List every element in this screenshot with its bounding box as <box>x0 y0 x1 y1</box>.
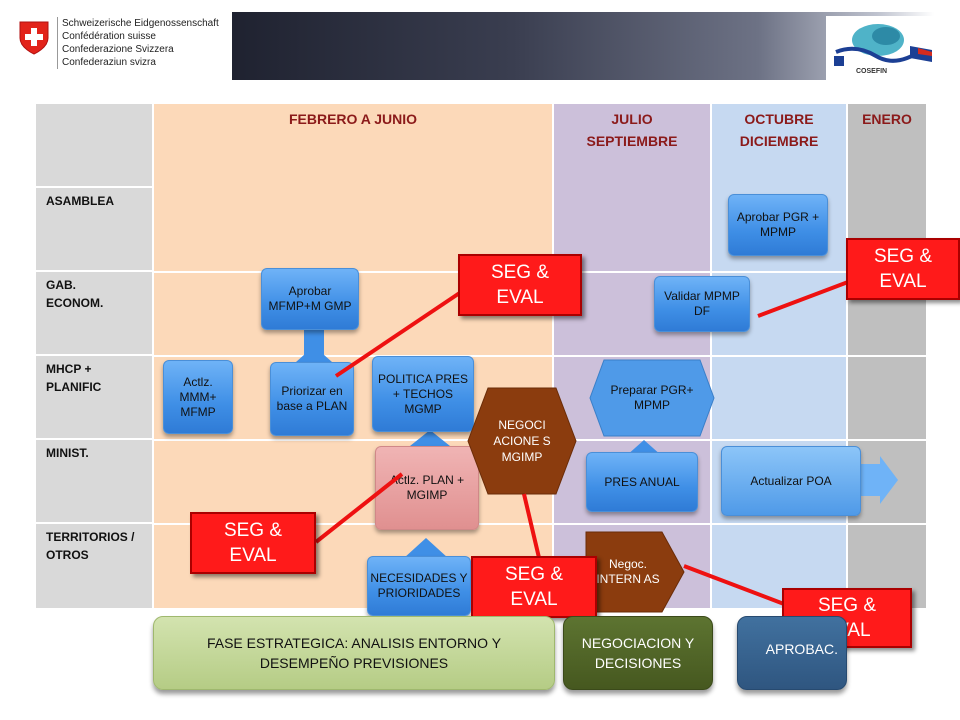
box-validar: Validar MPMP DF <box>654 276 750 332</box>
box-necesidades: NECESIDADES Y PRIORIDADES <box>367 556 471 616</box>
swiss-confederation-text: Schweizerische Eidgenossenschaft Confédé… <box>62 17 219 69</box>
swiss-line-1: Schweizerische Eidgenossenschaft <box>62 18 219 29</box>
row-label-minist: MINIST. <box>36 440 154 524</box>
row-divider-4 <box>154 523 926 525</box>
grid-corner <box>36 104 154 188</box>
col-header-feb-jun: FEBRERO A JUNIO <box>154 104 554 188</box>
row-label-mhcp: MHCP + PLANIFIC <box>36 356 154 440</box>
seg-line-3 <box>314 472 404 544</box>
banner-strip <box>232 12 934 80</box>
phase-aprobac-text: APROBAC. <box>765 641 838 657</box>
swiss-line-2: Confédération suisse <box>62 31 156 42</box>
row-label-gab-econom: GAB. ECONOM. <box>36 272 154 356</box>
seg-eval-4-text: SEG & EVAL <box>504 564 564 610</box>
label-negociaciones: NEGOCI ACIONE S MGIMP <box>493 418 551 464</box>
seg-eval-2-text: SEG & EVAL <box>873 246 933 292</box>
row-label-gab-econom-text: GAB. ECONOM. <box>46 278 104 310</box>
col-body-oct-dec <box>712 188 848 608</box>
up-arrow-politica <box>410 430 450 446</box>
cosefin-label: COSEFIN <box>856 68 888 75</box>
seg-line-5 <box>683 564 785 606</box>
hex-negociaciones <box>467 387 577 495</box>
col-header-enero: ENERO <box>848 104 926 188</box>
seg-eval-3-text: SEG & EVAL <box>223 520 283 566</box>
col-header-jul-sep: JULIO SEPTIEMBRE <box>554 104 712 188</box>
box-politica: POLITICA PRES + TECHOS MGMP <box>372 356 474 432</box>
box-aprobar-pgr: Aprobar PGR + MPMP <box>728 194 828 256</box>
swiss-line-3: Confederazione Svizzera <box>62 44 174 55</box>
label-negoc-internas: Negoc. INTERN AS <box>596 557 660 586</box>
phase-negociacion: NEGOCIACION Y DECISIONES <box>563 616 713 690</box>
box-actlz-plan: Actlz. PLAN + MGIMP <box>375 446 479 530</box>
seg-line-2 <box>757 280 849 318</box>
up-arrow-necesidades <box>404 538 448 558</box>
cosefin-logo-icon <box>826 16 938 80</box>
row-label-asamblea: ASAMBLEA <box>36 188 154 272</box>
box-pres-anual: PRES ANUAL <box>586 452 698 512</box>
box-actlz-mmm: Actlz. MMM+ MFMP <box>163 360 233 434</box>
swiss-shield-icon <box>19 21 49 55</box>
phase-negociacion-text: NEGOCIACION Y DECISIONES <box>581 635 695 671</box>
header-separator <box>57 17 58 69</box>
seg-eval-2: SEG & EVAL <box>846 238 960 300</box>
seg-eval-1-text: SEG & EVAL <box>490 262 550 308</box>
row-divider-2 <box>154 355 926 357</box>
box-aprobar-mfmp: Aprobar MFMP+M GMP <box>261 268 359 330</box>
arrow-stem-priorizar <box>304 330 324 364</box>
row-label-mhcp-text: MHCP + PLANIFIC <box>46 362 102 394</box>
row-label-territorios-text: TERRITORIOS / OTROS <box>46 530 135 562</box>
box-priorizar: Priorizar en base a PLAN <box>270 362 354 436</box>
box-actualizar-poa: Actualizar POA <box>721 446 861 516</box>
col-header-oct-dec: OCTUBRE DICIEMBRE <box>712 104 848 188</box>
arrow-head-actualizar-poa <box>860 456 898 504</box>
phase-estrategica: FASE ESTRATEGICA: ANALISIS ENTORNO Y DES… <box>153 616 555 690</box>
seg-eval-3: SEG & EVAL <box>190 512 316 574</box>
header-banner: Schweizerische Eidgenossenschaft Confédé… <box>0 0 960 86</box>
seg-line-4 <box>522 493 542 563</box>
phase-estrategica-text: FASE ESTRATEGICA: ANALISIS ENTORNO Y DES… <box>206 635 502 671</box>
seg-line-1 <box>334 284 472 378</box>
row-label-territorios: TERRITORIOS / OTROS <box>36 524 154 608</box>
swiss-line-4: Confederaziun svizra <box>62 57 156 68</box>
label-preparar: Preparar PGR+ MPMP <box>610 383 694 412</box>
seg-eval-1: SEG & EVAL <box>458 254 582 316</box>
col-header-oct-dec-label: OCTUBRE DICIEMBRE <box>739 111 819 149</box>
phase-aprobac: APROBAC. <box>737 616 847 690</box>
seg-eval-4: SEG & EVAL <box>471 556 597 618</box>
col-header-jul-sep-label: JULIO SEPTIEMBRE <box>586 111 678 149</box>
hex-preparar <box>589 359 715 437</box>
